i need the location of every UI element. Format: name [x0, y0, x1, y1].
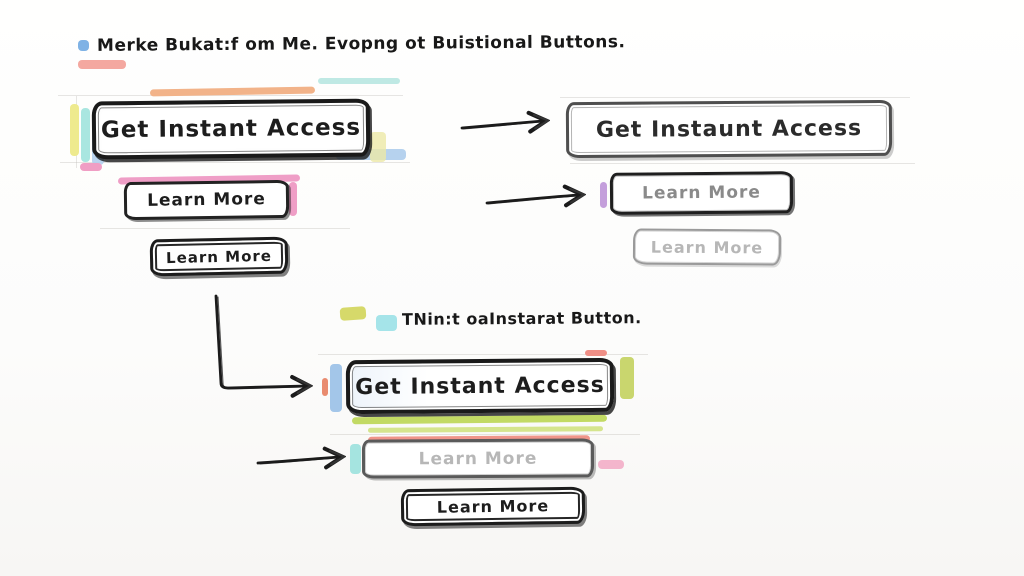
button-label: Learn More	[146, 189, 267, 211]
accent-yellow-patch	[370, 132, 386, 162]
accent-yellow-green-bar	[620, 357, 634, 399]
note-swatch-yellow-green	[339, 306, 367, 321]
button-label: Learn More	[436, 496, 550, 517]
note-swatch-cyan	[376, 315, 397, 331]
pencil-guide	[100, 228, 350, 229]
accent-pink-mark	[80, 163, 102, 171]
accent-cyan-bar	[81, 108, 90, 162]
note-underline-red	[78, 60, 126, 69]
learn-more-button-top-right-1[interactable]: Learn More	[609, 171, 794, 215]
accent-pink-mark-right	[598, 460, 624, 469]
button-label: Get Instant Access	[355, 372, 605, 400]
pencil-guide	[330, 434, 640, 435]
pencil-guide	[58, 95, 403, 96]
accent-yellow-bar	[70, 104, 79, 156]
button-label: Get Instaunt Access	[595, 115, 863, 143]
arrow-to-top-right-primary	[460, 121, 543, 128]
get-instant-access-button-top-right[interactable]: Get Instaunt Access	[565, 99, 893, 159]
button-label: Learn More	[642, 182, 761, 204]
get-instant-access-button-top-left[interactable]: Get Instant Access	[91, 98, 371, 160]
accent-green-stripe-1	[351, 414, 608, 425]
accent-purple-mark	[600, 182, 607, 208]
learn-more-button-bottom-2[interactable]: Learn More	[400, 486, 586, 527]
elbow-arrow-to-bottom-primary	[214, 294, 306, 388]
accent-pink-bar	[289, 182, 297, 216]
arrow-to-top-right-secondary	[485, 195, 579, 203]
learn-more-button-bottom-1[interactable]: Learn More	[361, 438, 595, 479]
middle-note: TNin:t oaInstarat Button.	[401, 308, 642, 329]
pencil-guide	[60, 162, 410, 163]
note-swatch-blue	[78, 40, 89, 51]
accent-green-stripe-2	[367, 426, 604, 433]
button-label: Learn More	[165, 246, 273, 267]
top-note: Merke Bukat:f om Me. Evopng ot Buistiona…	[96, 32, 626, 56]
pencil-guide	[570, 163, 915, 164]
button-label: Get Instant Access	[100, 114, 362, 144]
accent-blue-bar-left	[330, 364, 342, 412]
learn-more-button-top-right-2[interactable]: Learn More	[632, 228, 782, 266]
accent-red-mark-left	[322, 378, 328, 396]
learn-more-button-top-left-2[interactable]: Learn More	[149, 236, 289, 277]
learn-more-button-top-left-1[interactable]: Learn More	[123, 179, 290, 221]
accent-red-mark-top	[585, 350, 607, 356]
button-label: Learn More	[418, 448, 538, 469]
pencil-guide	[560, 97, 910, 98]
accent-cyan-stripe	[318, 78, 400, 84]
arrow-to-bottom-secondary	[256, 457, 339, 463]
accent-cyan-bar-left	[350, 444, 361, 474]
get-instant-access-button-bottom[interactable]: Get Instant Access	[345, 357, 615, 415]
pencil-guide	[318, 354, 648, 355]
button-label: Learn More	[650, 237, 764, 257]
